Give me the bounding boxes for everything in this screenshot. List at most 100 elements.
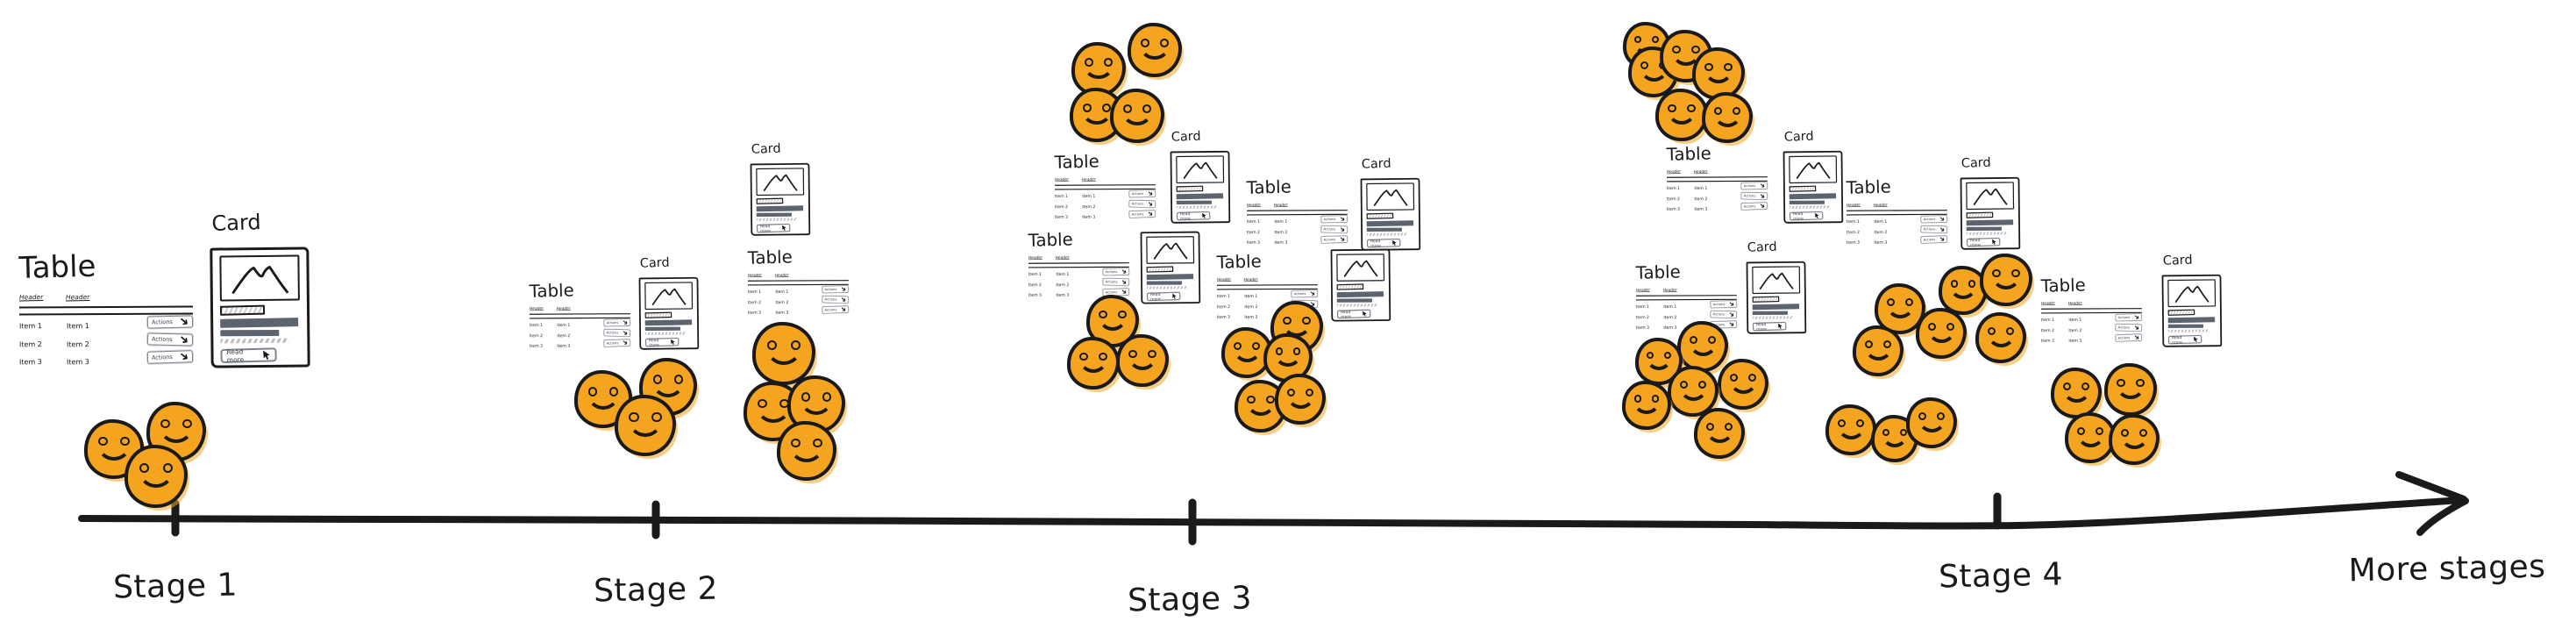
arrow-southeast-icon [623,331,628,335]
table-header-row: Header Header [1055,177,1156,183]
text-placeholder-bar [1752,296,1780,303]
smile-mouth-icon [1232,333,1262,362]
actions-button-label: Actions [1743,193,1756,198]
smile-mouth-icon [1688,327,1718,356]
card-image-placeholder [1789,155,1838,184]
smile-mouth-icon [2119,420,2149,449]
read-more-button: Read more [220,347,277,364]
table-cell: Item 3 [2068,338,2082,344]
smile-mouth-icon [137,451,175,489]
stage-label: Stage 3 [1127,580,1253,619]
table-wireframe: Table Header Header Item 1 Item 1 Item 2… [529,281,631,350]
table-cell: Item 1 [529,322,544,328]
card-wireframe: Card Read more [1170,128,1231,224]
table-cell: Item 3 [1635,325,1650,331]
table-column-header: Header [1846,202,1861,208]
table-cell: Item 1 [1663,304,1677,310]
arrow-southeast-icon [1729,302,1734,306]
read-more-label: Read more [1340,309,1351,319]
smile-mouth-icon [159,408,194,443]
table-cell: Item 2 [1244,304,1258,310]
table-column-header: Header [1054,176,1069,182]
card-box: Read more [1360,177,1421,251]
actions-button: Actions [2115,313,2142,322]
smile-mouth-icon [1127,340,1158,370]
read-more-button: Read more [1966,237,2001,247]
table-title: Table [1666,143,1712,166]
text-placeholder-bar [1336,283,1364,290]
table-cell: Item 3 [1246,239,1261,246]
actions-button: Actions [1128,210,1156,218]
table-column-header: Header [1666,168,1681,175]
actions-button-label: Actions [1105,289,1118,295]
card-wireframe: Read more [1330,248,1391,322]
table-column-header: Header [66,292,90,302]
table-column-header: Header [774,272,789,278]
arrow-southeast-icon [1148,202,1153,206]
card-title: Card [639,254,670,271]
text-placeholder-bar [1366,232,1408,236]
table-cell: Item 3 [66,357,89,367]
card-wireframe: Card Read more [210,210,311,368]
smile-mouth-icon [756,388,791,423]
table-column-header: Header [1216,276,1231,282]
actions-button-label: Actions [1131,211,1144,217]
actions-button: Actions [1320,225,1348,233]
table-title: Table [1635,261,1682,284]
text-placeholder-bar [1176,185,1204,192]
text-placeholder-bar [219,304,266,316]
actions-button: Actions [1128,199,1156,208]
smiley-face [1110,89,1164,143]
table-title: Table [1216,251,1263,274]
table-column-header: Header [1635,287,1650,293]
actions-button-label: Actions [824,287,837,292]
actions-button: Actions [2115,323,2142,332]
stage-label: Stage 4 [1938,556,2064,596]
actions-button: Actions [1710,310,1737,318]
table-column-header: Header [1055,254,1070,261]
table-wireframe: Table Header Header Item 1 Item 1 Item 2… [1635,261,1738,332]
card-wireframe: Card Read more [1960,154,2021,250]
table-cell: Item 2 [775,299,789,305]
text-placeholder-bar [1336,291,1384,298]
smile-mouth-icon [1917,404,1946,432]
mountain-image-icon [763,174,798,191]
smiley-face [1906,397,1957,448]
table-wireframe: Table Header Header Item 1 Item 1 Item 2… [1666,143,1768,213]
card-image-placeholder [644,282,694,311]
mountain-image-icon [231,266,288,294]
table-cell: Item 3 [1244,314,1258,320]
arrow-southeast-icon [1340,237,1345,241]
table-column-header: Header [1873,202,1888,208]
table-body: Header Header Item 1 Item 1 Item 2 Item … [1247,203,1348,247]
smile-mouth-icon [586,376,621,411]
table-column-header: Header [1273,202,1288,208]
cursor-pointer-icon [1992,239,1996,245]
table-column-header: Header [1246,202,1261,208]
table-cell: Item 1 [1246,218,1261,225]
actions-button: Actions [1320,215,1348,224]
smile-mouth-icon [2075,418,2105,447]
table-cell: Item 2 [1082,204,1096,210]
actions-button: Actions [1102,268,1129,276]
arrow-southeast-icon [1121,289,1127,294]
smile-mouth-icon [1881,420,1909,447]
table-header-rule [1635,295,1737,301]
table-cell: Item 3 [18,357,42,367]
arrow-southeast-icon [623,340,628,345]
text-placeholder-bar [1966,211,1994,218]
arrow-southeast-icon [2134,325,2139,330]
table-body: Header Header Item 1 Item 1 Item 2 Item … [2041,301,2142,345]
read-more-label: Read more [226,347,245,364]
timeline-line [78,497,2466,530]
table-cell: Item 1 [1028,271,1042,277]
table-title: Table [1028,229,1074,252]
actions-button-label: Actions [1743,204,1756,209]
card-title: Card [1361,155,1391,172]
read-more-label: Read more [1792,211,1804,221]
arrowhead-icon [2395,471,2469,536]
table-title: Table [1246,176,1292,199]
actions-button-label: Actions [1923,217,1936,222]
text-placeholder-bar [1366,220,1414,227]
smiley-face [2051,368,2102,418]
